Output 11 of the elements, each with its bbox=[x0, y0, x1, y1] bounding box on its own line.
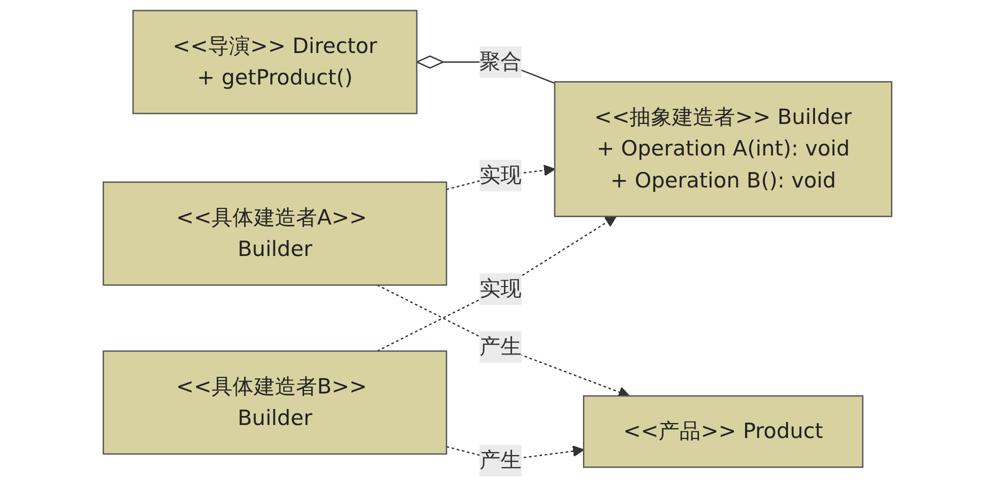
arrow bbox=[376, 216, 617, 352]
node-box: <<抽象建造者>> Builder + Operation A(int): void + Operation B(): void bbox=[554, 81, 892, 218]
edge-label: 实现 bbox=[479, 276, 522, 301]
node-box: <<产品>> Product bbox=[582, 395, 864, 468]
edge-label: 实现 bbox=[479, 162, 522, 188]
edge-label: 聚合 bbox=[479, 48, 522, 74]
node-box: <<具体建造者A>> Builder bbox=[102, 181, 448, 286]
node-box: <<导演>> Director + getProduct() bbox=[132, 10, 418, 114]
edge-label: 产生 bbox=[479, 447, 522, 472]
edge-label: 产生 bbox=[479, 334, 522, 359]
node-box: <<具体建造者B>> Builder bbox=[102, 350, 448, 455]
